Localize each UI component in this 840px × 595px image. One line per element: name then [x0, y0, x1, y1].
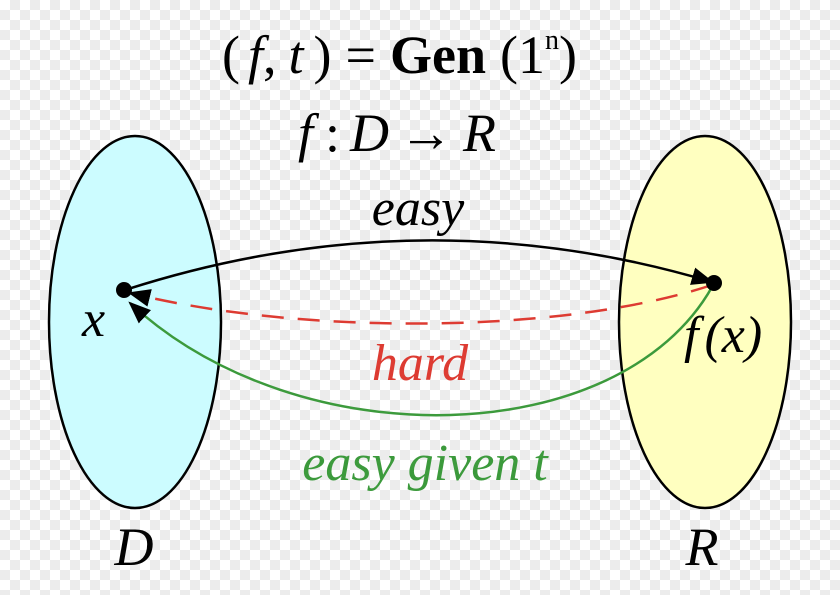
hard-arrow	[127, 283, 713, 325]
range-set-ellipse	[617, 134, 793, 510]
x-label: x	[81, 291, 105, 348]
domain-set-ellipse	[47, 134, 223, 510]
trapdoor-arrow	[128, 286, 714, 417]
easy-given-t-label: easy given t	[302, 435, 549, 492]
point-fx	[706, 275, 722, 291]
easy-arrow	[124, 239, 715, 292]
formula-line-2: f:D→R	[298, 103, 496, 163]
point-x	[116, 282, 132, 298]
fx-label: f(x)	[684, 307, 762, 364]
set-r-label: R	[685, 517, 719, 577]
hard-label: hard	[372, 335, 469, 392]
set-d-label: D	[114, 517, 154, 577]
formula-line-1: (f,t)=Gen(1n)	[222, 25, 577, 85]
easy-label: easy	[372, 180, 465, 237]
